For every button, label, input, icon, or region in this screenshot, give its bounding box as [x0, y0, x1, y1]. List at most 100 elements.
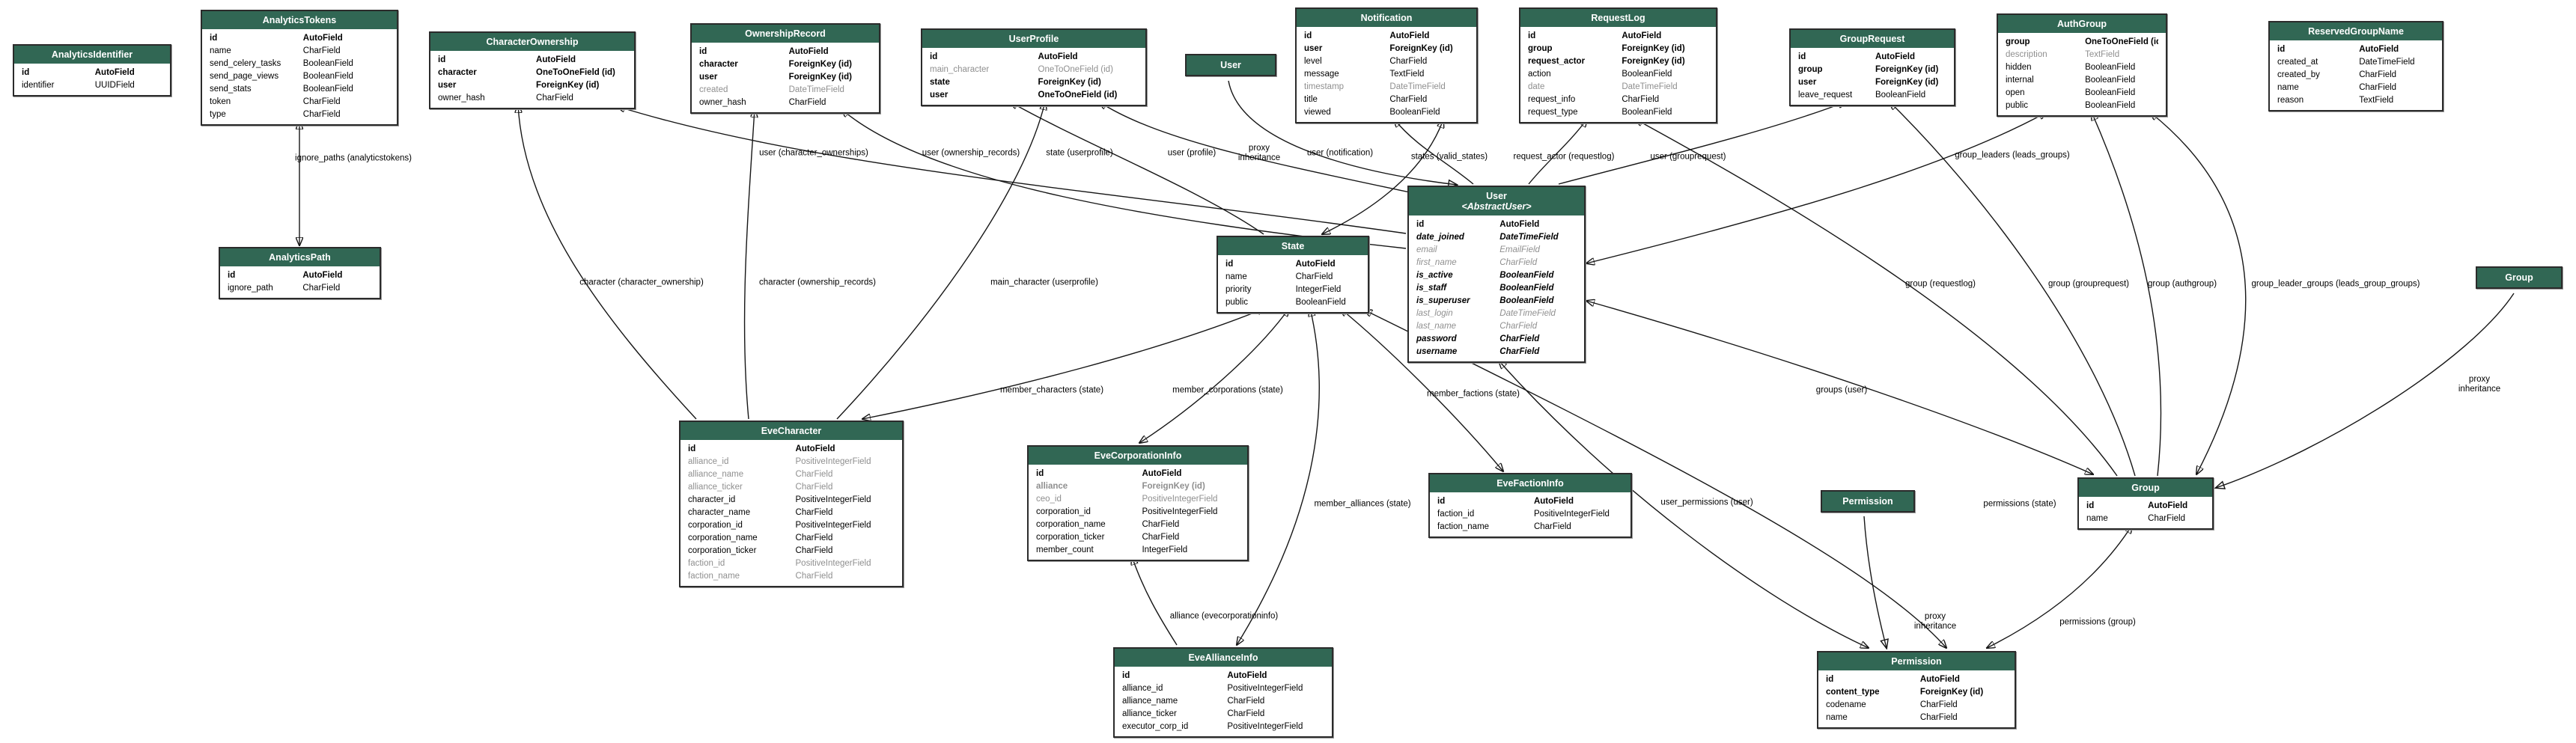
field-type: CharField — [302, 46, 341, 55]
field-name: owner_hash — [699, 98, 746, 107]
edge-label: member_corporations (state) — [1172, 385, 1283, 395]
field-name: request_actor — [1528, 57, 1586, 66]
field-name: reason — [2277, 96, 2304, 105]
model-name: AnalyticsTokens — [262, 15, 337, 25]
edge-label: permissions (group) — [2059, 617, 2136, 627]
field-type: BooleanField — [1499, 271, 1554, 280]
model-table-title: EveAllianceInfo — [1115, 649, 1332, 667]
edge-label: groups (user) — [1815, 385, 1868, 395]
field-name: id — [1798, 52, 1806, 61]
field-name: name — [2086, 514, 2108, 523]
edge-label: user (character_ownerships) — [759, 148, 868, 158]
field-name: request_type — [1528, 108, 1578, 117]
field-name: action — [1528, 70, 1551, 79]
field-type: AutoField — [1227, 671, 1267, 680]
field-type: CharField — [302, 97, 341, 106]
field-type: CharField — [795, 470, 833, 479]
edge-permissionproxy-permission — [1863, 516, 1887, 648]
field-name: type — [210, 110, 226, 119]
edge-groupproxy-group — [2216, 293, 2515, 488]
field-name: user — [930, 91, 949, 100]
field-name: executor_corp_id — [1122, 722, 1189, 731]
model-table-title: EveFactionInfo — [1430, 474, 1630, 493]
field-name: public — [2006, 101, 2029, 110]
field-name: corporation_ticker — [688, 546, 757, 555]
field-name: id — [1528, 31, 1536, 40]
field-name: last_login — [1416, 309, 1453, 318]
model-table-title: Group — [2079, 479, 2212, 498]
field-type: AutoField — [1919, 675, 1960, 684]
field-type: CharField — [1142, 533, 1180, 542]
field-type: BooleanField — [1499, 284, 1554, 293]
field-name: ignore_path — [228, 284, 273, 293]
model-base-class: <AbstractUser> — [1461, 201, 1532, 212]
field-type: CharField — [536, 94, 573, 103]
field-type: AutoField — [2148, 501, 2188, 510]
field-type: BooleanField — [302, 72, 353, 81]
field-name: public — [1225, 298, 1249, 307]
model-name: Group — [2131, 483, 2160, 493]
field-type: CharField — [1622, 95, 1660, 104]
model-name: User — [1486, 191, 1507, 201]
field-name: id — [210, 34, 218, 43]
field-name: user — [1304, 44, 1323, 53]
field-type: AutoField — [94, 68, 135, 77]
field-name: character — [438, 68, 477, 77]
field-name: id — [228, 271, 236, 280]
field-type: CharField — [795, 483, 833, 492]
field-type: CharField — [2148, 514, 2186, 523]
field-name: message — [1304, 70, 1339, 79]
field-type: CharField — [1499, 322, 1538, 331]
model-table-title: OwnershipRecord — [692, 25, 879, 43]
edge-user-requestlog — [1528, 119, 1587, 185]
field-type: ForeignKey (id) — [788, 73, 852, 82]
field-name: corporation_id — [688, 521, 743, 530]
field-name: alliance_ticker — [1122, 709, 1177, 718]
field-name: id — [699, 47, 707, 56]
field-type: BooleanField — [2085, 88, 2136, 97]
edge-label: permissions (state) — [1983, 499, 2056, 509]
field-name: id — [1304, 31, 1312, 40]
edge-label: character (ownership_records) — [759, 278, 876, 287]
edge-label: ignore_paths (analyticstokens) — [295, 153, 412, 163]
field-name: priority — [1225, 285, 1252, 294]
field-name: alliance_ticker — [688, 483, 743, 492]
model-table-title: AnalyticsTokens — [202, 11, 397, 30]
edge-membercharacters-state — [862, 308, 1265, 419]
field-type: CharField — [1227, 709, 1265, 718]
